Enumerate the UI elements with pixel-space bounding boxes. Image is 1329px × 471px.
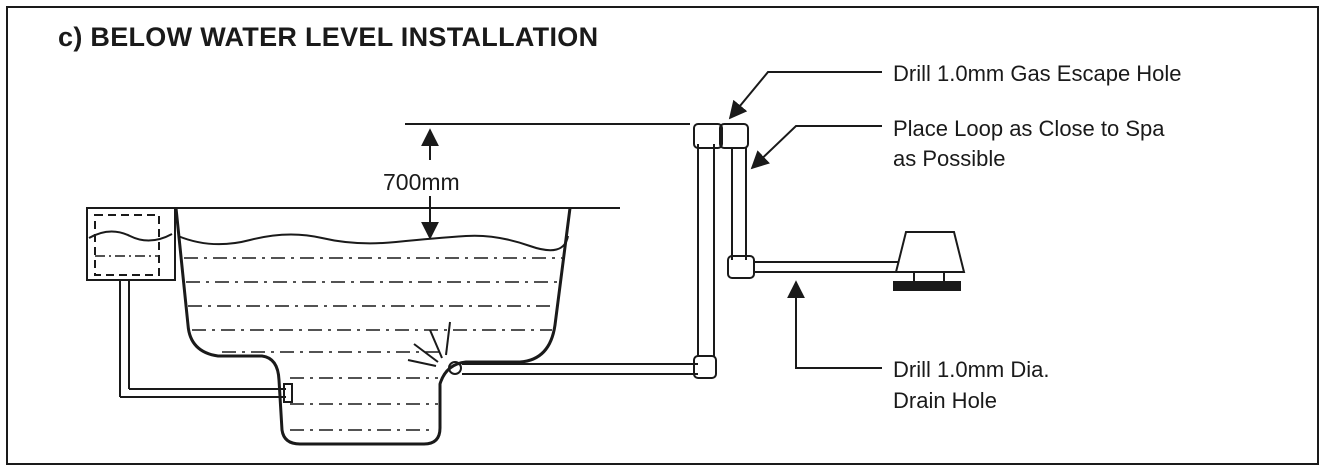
return-jet xyxy=(407,321,462,375)
drain-callout-line1: Drill 1.0mm Dia. xyxy=(893,357,1050,382)
gas-escape-callout: Drill 1.0mm Gas Escape Hole xyxy=(893,61,1182,86)
diagram-title: c) BELOW WATER LEVEL INSTALLATION xyxy=(58,22,599,52)
skimmer xyxy=(86,207,176,281)
loop-callout-line2: as Possible xyxy=(893,146,1006,171)
drain-callout-line2: Drain Hole xyxy=(893,388,997,413)
dimension-700mm xyxy=(405,123,690,240)
dimension-label: 700mm xyxy=(383,169,460,195)
spa-shell xyxy=(174,207,572,446)
suction-line xyxy=(119,280,293,403)
pump-unit xyxy=(893,231,966,291)
callout-leaders xyxy=(728,71,882,369)
return-pipe xyxy=(462,123,898,379)
loop-callout-line1: Place Loop as Close to Spa xyxy=(893,116,1165,141)
